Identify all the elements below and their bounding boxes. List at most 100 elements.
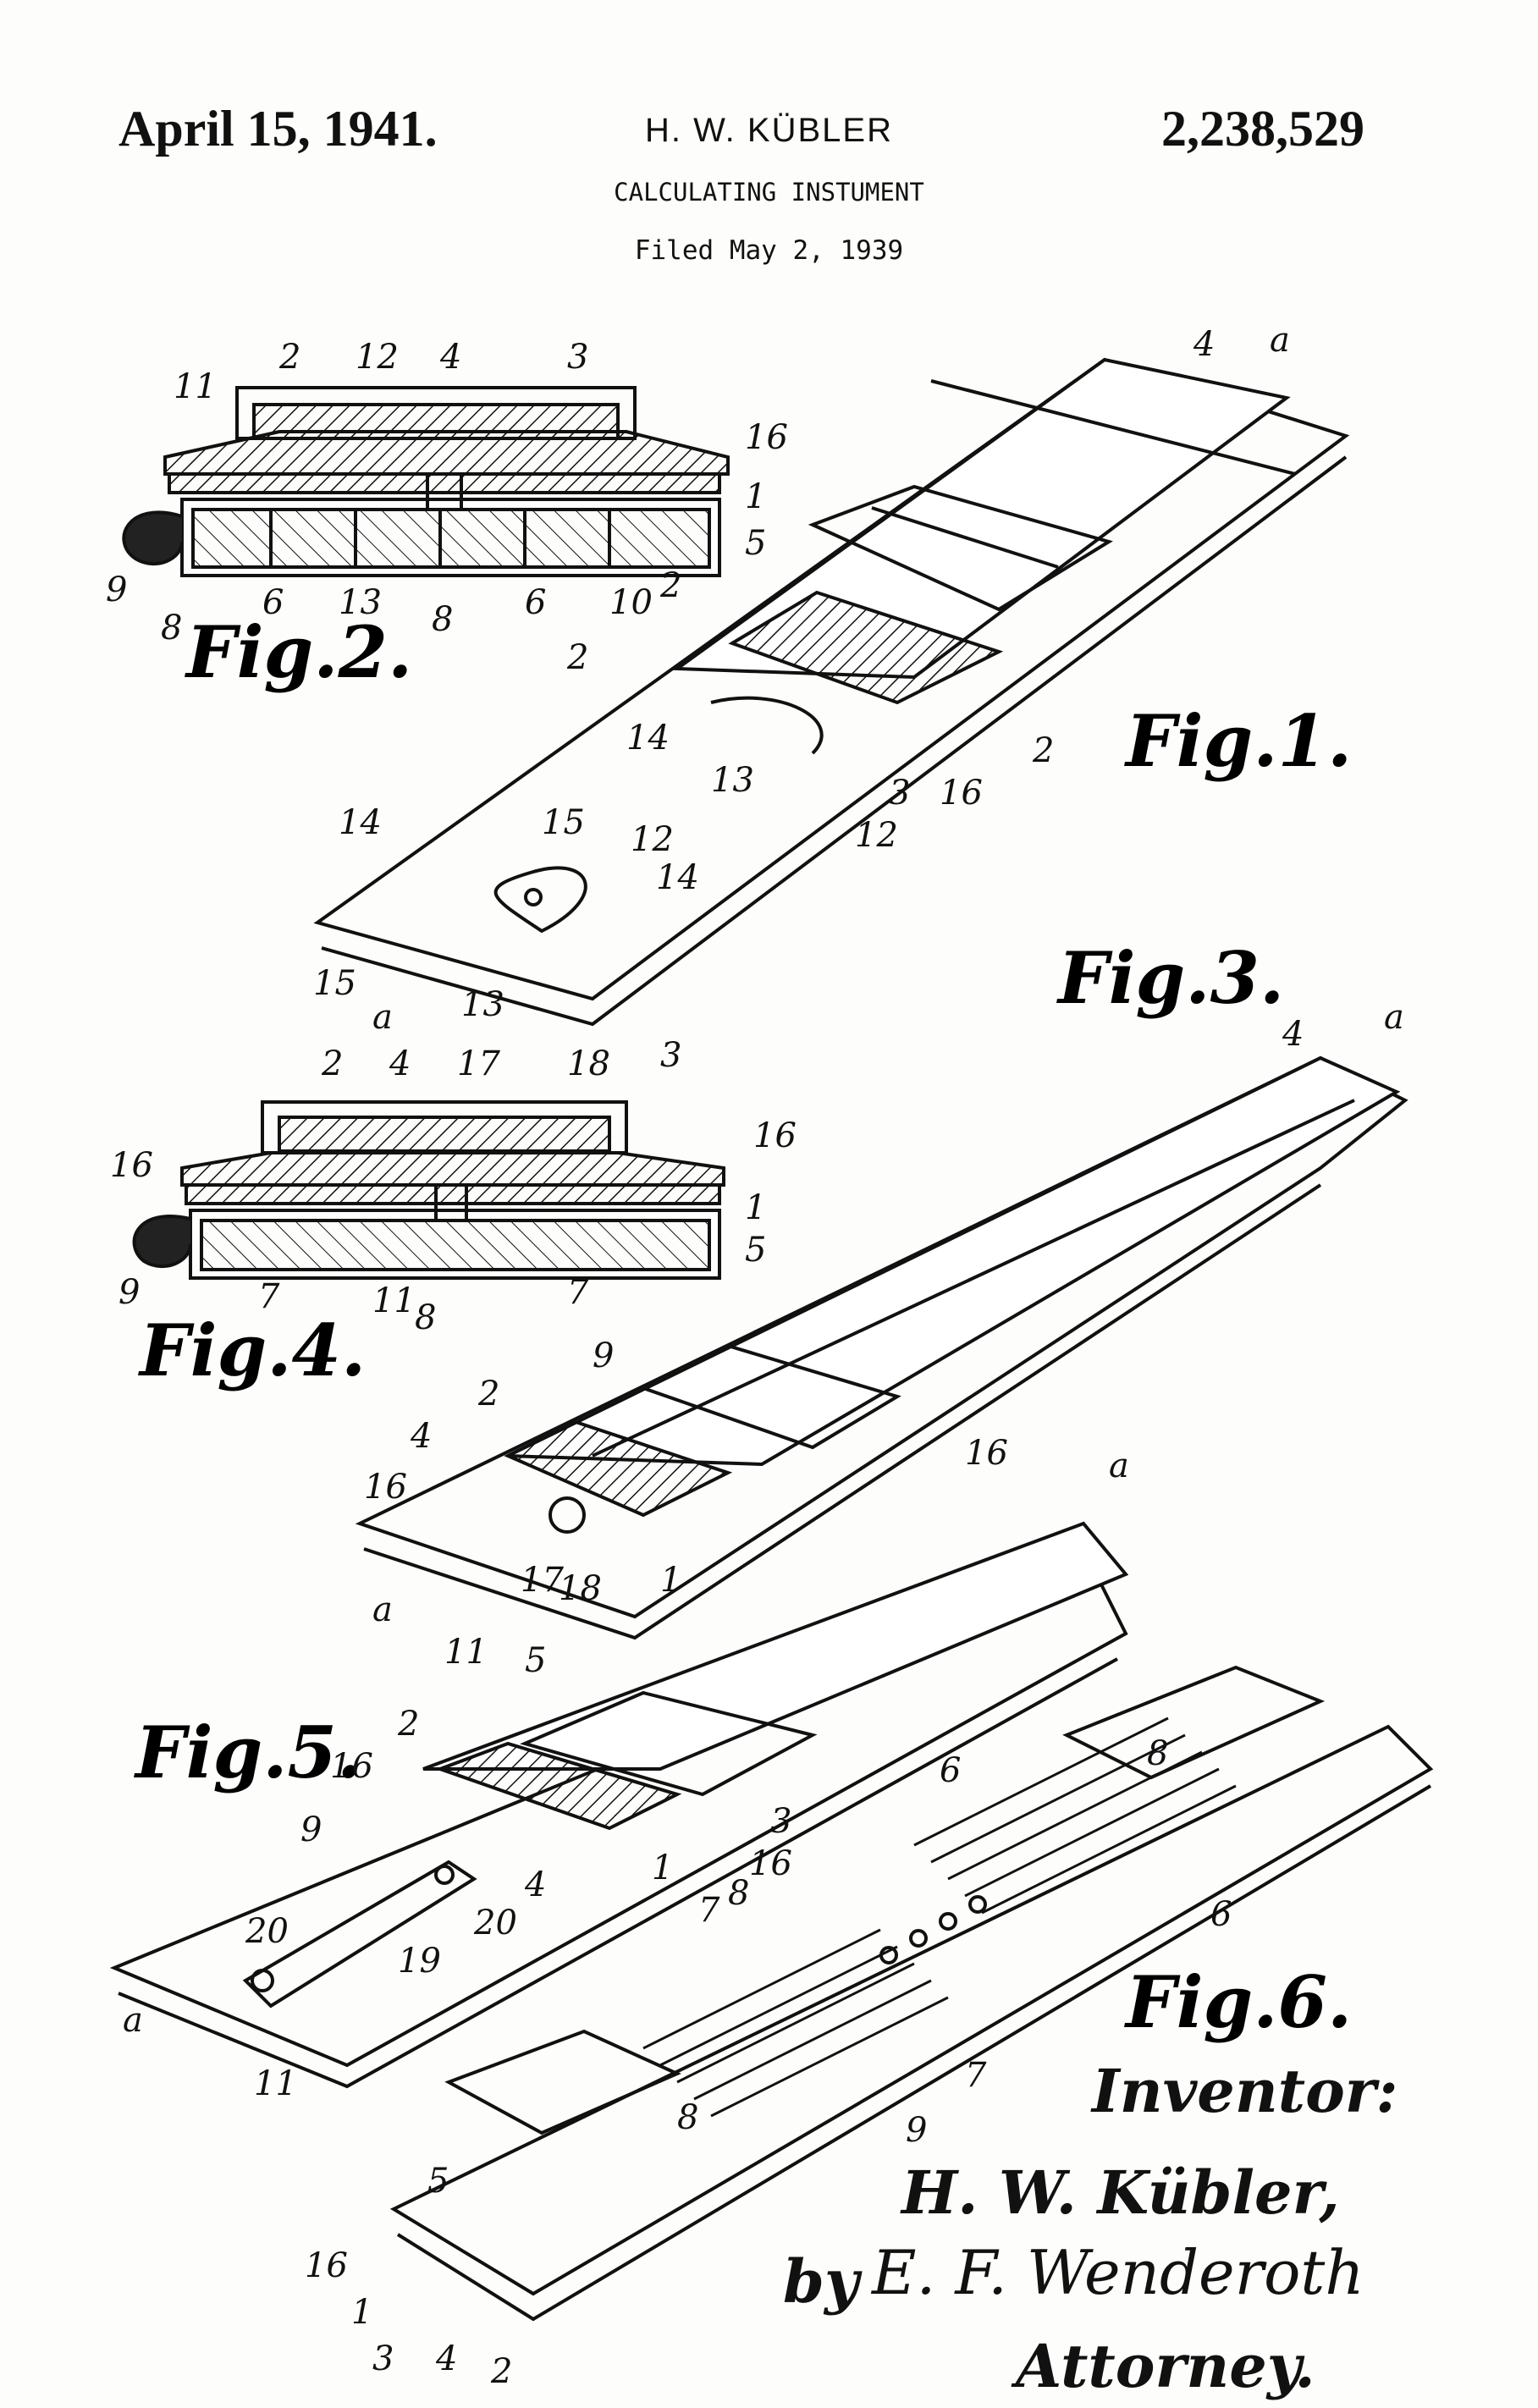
ref-2: 2 bbox=[278, 338, 300, 377]
fig5-ref-4: 4 bbox=[524, 1865, 546, 1904]
ref-3: 3 bbox=[567, 338, 588, 377]
fig3-ref-a: a bbox=[1384, 998, 1404, 1037]
fig1-ref-13b: 13 bbox=[461, 985, 504, 1024]
inventor-name-header: H. W. KÜBLER bbox=[645, 112, 893, 149]
ref-6: 6 bbox=[262, 583, 284, 622]
fig1-ref-14c: 14 bbox=[656, 858, 699, 897]
fig4-label: Fig.4. bbox=[138, 1309, 366, 1392]
fig6-ref-8c: 8 bbox=[677, 2098, 698, 2137]
fig3-ref-2: 2 bbox=[477, 1375, 499, 1413]
fig1-ref-a: a bbox=[1270, 321, 1290, 360]
ref-13: 13 bbox=[339, 583, 382, 622]
ref-5: 5 bbox=[745, 524, 766, 563]
ref-9: 9 bbox=[106, 570, 127, 609]
ref-8b: 8 bbox=[432, 600, 453, 639]
fig6-label: Fig.6. bbox=[1124, 1960, 1352, 2044]
fig4-ref-16b: 16 bbox=[110, 1146, 153, 1185]
ref-10: 10 bbox=[609, 583, 653, 622]
fig6-ref-8: 8 bbox=[1147, 1734, 1168, 1773]
fig4-ref-5: 5 bbox=[745, 1231, 766, 1270]
fig4-ref-9: 9 bbox=[119, 1273, 140, 1312]
fig6-ref-16: 16 bbox=[305, 2246, 348, 2285]
fig4-ref-18: 18 bbox=[567, 1044, 610, 1083]
inventor-signature-name: H. W. Kübler, bbox=[900, 2157, 1340, 2228]
fig5-label: Fig.5. bbox=[134, 1711, 361, 1794]
fig1-ref-14: 14 bbox=[626, 719, 670, 758]
ref-4: 4 bbox=[439, 338, 461, 377]
fig4-ref-2: 2 bbox=[321, 1044, 343, 1083]
attorney-label: Attorney. bbox=[1011, 2331, 1315, 2401]
fig5-ref-9: 9 bbox=[300, 1810, 322, 1849]
fig5-ref-3: 3 bbox=[770, 1802, 791, 1841]
patent-date: April 15, 1941. bbox=[119, 101, 438, 157]
fig6-ref-9: 9 bbox=[906, 2111, 927, 2150]
fig2-cross-section bbox=[122, 386, 730, 577]
patent-number: 2,238,529 bbox=[1161, 101, 1364, 157]
fig5-ref-11: 11 bbox=[254, 2064, 297, 2103]
fig4-ref-4: 4 bbox=[389, 1044, 411, 1083]
fig2-label: Fig.2. bbox=[185, 610, 412, 694]
fig1-ref-12b: 12 bbox=[631, 820, 674, 859]
fig6-ref-1: 1 bbox=[351, 2293, 372, 2332]
filed-date: Filed May 2, 1939 bbox=[634, 235, 904, 266]
fig4-ref-17: 17 bbox=[457, 1044, 500, 1083]
fig1-perspective bbox=[313, 357, 1350, 1027]
fig5-ref-16b: 16 bbox=[749, 1844, 792, 1883]
by-label: by bbox=[783, 2246, 863, 2317]
patent-title: CALCULATING INSTUMENT bbox=[614, 178, 924, 207]
fig1-ref-15b: 15 bbox=[313, 964, 356, 1003]
fig1-ref-12: 12 bbox=[855, 816, 898, 855]
fig5-ref-16: 16 bbox=[330, 1747, 373, 1786]
fig3-ref-18: 18 bbox=[559, 1569, 602, 1608]
fig5-ref-20: 20 bbox=[473, 1904, 517, 1942]
fig4-ref-8: 8 bbox=[415, 1298, 436, 1337]
fig5-ref-20b: 20 bbox=[245, 1912, 289, 1951]
inventor-label: Inventor: bbox=[1090, 2056, 1397, 2126]
fig1-ref-4: 4 bbox=[1193, 325, 1215, 364]
fig3-perspective bbox=[355, 1055, 1408, 1640]
fig6-ref-7b: 7 bbox=[965, 2056, 987, 2095]
fig6-ref-3: 3 bbox=[372, 2339, 394, 2378]
fig1-ref-2c: 2 bbox=[1032, 731, 1054, 770]
fig1-ref-a2: a bbox=[372, 998, 393, 1037]
fig3-ref-9: 9 bbox=[593, 1336, 614, 1375]
fig4-ref-1: 1 bbox=[745, 1188, 766, 1227]
attorney-signature: E. F. Wenderoth bbox=[870, 2237, 1364, 2308]
fig6-ref-4: 4 bbox=[435, 2339, 457, 2378]
fig1-ref-2: 2 bbox=[659, 566, 681, 605]
fig1-ref-15: 15 bbox=[542, 803, 585, 842]
fig5-ref-1: 1 bbox=[652, 1849, 673, 1887]
fig4-ref-3: 3 bbox=[660, 1036, 681, 1075]
fig5-ref-a: a bbox=[123, 2001, 143, 2040]
fig1-ref-14b: 14 bbox=[339, 803, 382, 842]
ref-6b: 6 bbox=[525, 583, 546, 622]
fig4-ref-7: 7 bbox=[258, 1277, 280, 1316]
fig6-perspective bbox=[389, 1665, 1434, 2322]
fig4-ref-11: 11 bbox=[372, 1281, 416, 1320]
fig5-perspective bbox=[109, 1521, 1129, 2089]
fig3-label: Fig.3. bbox=[1056, 936, 1284, 1020]
fig3-ref-4b: 4 bbox=[410, 1417, 432, 1456]
fig4-ref-16: 16 bbox=[753, 1116, 797, 1155]
ref-16: 16 bbox=[745, 418, 788, 457]
fig3-ref-11: 11 bbox=[444, 1633, 488, 1672]
fig1-ref-13: 13 bbox=[711, 761, 754, 800]
fig3-ref-4: 4 bbox=[1282, 1015, 1304, 1054]
ref-12: 12 bbox=[356, 338, 399, 377]
fig3-ref-5: 5 bbox=[525, 1641, 546, 1680]
fig1-label: Fig.1. bbox=[1124, 699, 1352, 783]
fig4-ref-7b: 7 bbox=[567, 1273, 589, 1312]
fig6-ref-5: 5 bbox=[427, 2162, 449, 2201]
fig1-ref-16: 16 bbox=[940, 774, 983, 813]
fig1-ref-2b: 2 bbox=[566, 638, 588, 677]
ref-8: 8 bbox=[161, 609, 182, 647]
fig1-ref-3: 3 bbox=[889, 774, 910, 813]
fig3-ref-16b: 16 bbox=[965, 1434, 1008, 1473]
ref-11: 11 bbox=[174, 367, 217, 406]
fig6-ref-8b: 8 bbox=[728, 1874, 749, 1913]
fig6-ref-6b: 6 bbox=[1210, 1895, 1232, 1934]
fig6-ref-6: 6 bbox=[940, 1751, 961, 1790]
fig5-ref-19: 19 bbox=[398, 1942, 441, 1981]
fig6-ref-2: 2 bbox=[490, 2352, 512, 2391]
